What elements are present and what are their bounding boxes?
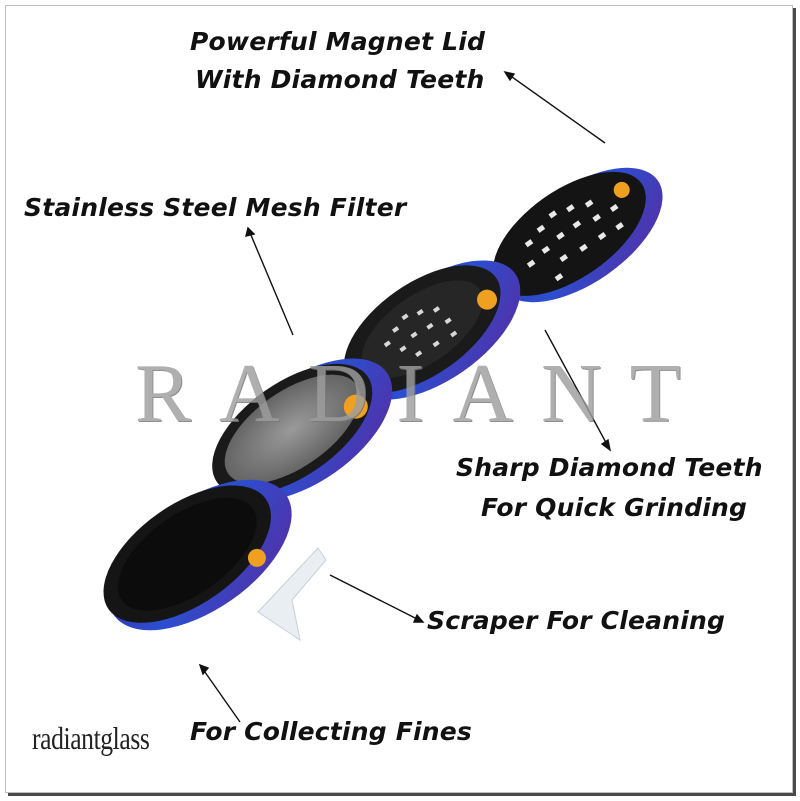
- magnet-lid-label-line2: With Diamond Teeth: [195, 65, 485, 94]
- callout-lines: [198, 70, 612, 723]
- mesh-filter-label: Stainless Steel Mesh Filter: [24, 193, 407, 222]
- teeth-chamber-piece: [343, 260, 521, 400]
- scraper-shape: [257, 547, 327, 642]
- collection-chamber-piece: [103, 479, 292, 631]
- sharp-teeth-label-line2: For Quick Grinding: [481, 493, 748, 522]
- mesh-filter-piece: [212, 358, 393, 502]
- radiant-watermark: RADIANT: [135, 347, 709, 440]
- magnet-lid-piece: [493, 167, 663, 303]
- collecting-fines-label: For Collecting Fines: [190, 717, 472, 746]
- sharp-teeth-label-line1: Sharp Diamond Teeth: [456, 453, 763, 482]
- brand-logo-text: radiantglass: [32, 720, 150, 756]
- image-frame: [5, 5, 793, 793]
- scraper-label: Scraper For Cleaning: [427, 606, 726, 635]
- magnet-lid-label-line1: Powerful Magnet Lid: [190, 27, 486, 56]
